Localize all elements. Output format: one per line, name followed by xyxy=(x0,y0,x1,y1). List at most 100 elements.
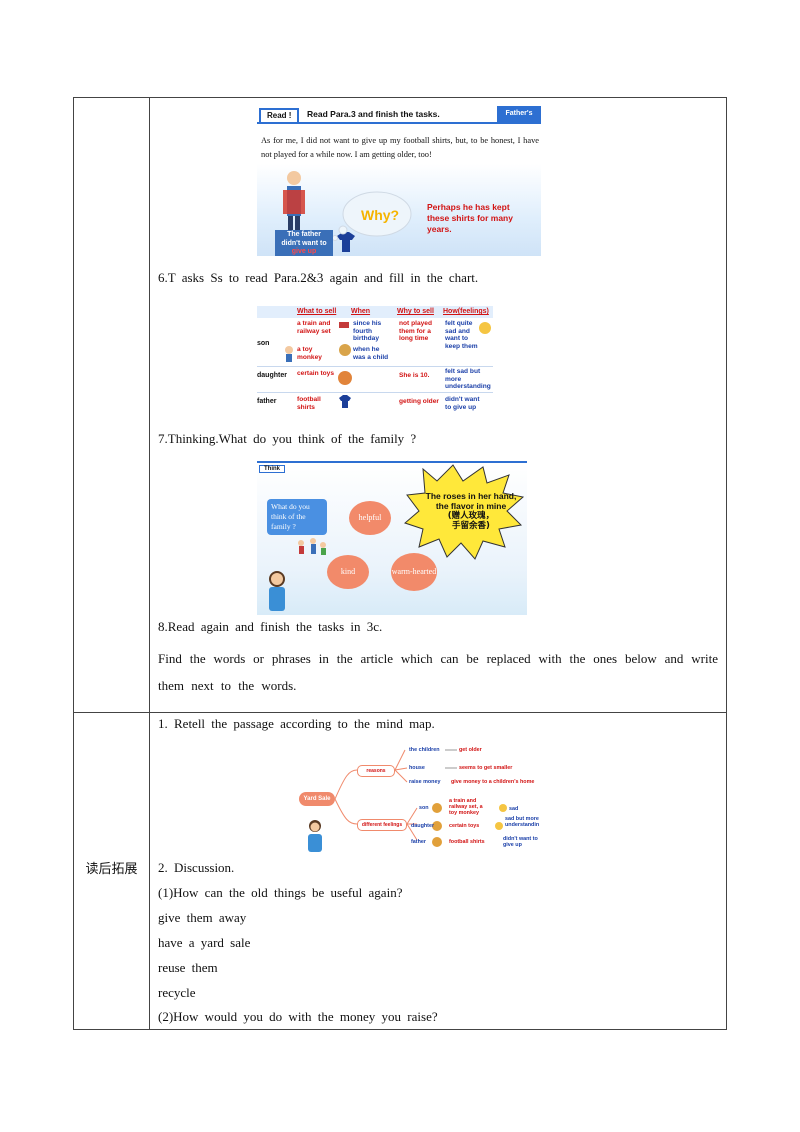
son-icon xyxy=(285,346,293,354)
teacher-body xyxy=(308,834,322,852)
quote-line: (赠人玫瑰， xyxy=(447,511,495,521)
chart-gridline xyxy=(257,392,493,393)
quote-text: The roses in her hand, the flavor in min… xyxy=(421,491,521,531)
chart-cell: She is 10. xyxy=(399,372,430,379)
father-leg xyxy=(288,216,293,230)
caption-line: didn't want to xyxy=(281,239,327,247)
thought-dot xyxy=(332,235,338,241)
chart-cell: didn't want to give up xyxy=(445,396,480,411)
word-oval-warm-hearted: warm-hearted xyxy=(391,553,437,591)
quote-line: the flavor in mine xyxy=(435,501,507,511)
chart-row-label: father xyxy=(257,398,277,405)
slide-read-para3: Read ! Read Para.3 and finish the tasks.… xyxy=(257,106,541,256)
family-member-icon xyxy=(321,548,326,555)
thought-cloud xyxy=(342,191,412,237)
chart-gridline xyxy=(257,366,493,367)
father-illustration: Why? xyxy=(283,171,412,252)
thought-dot xyxy=(338,225,348,235)
answer-line: have a yard sale xyxy=(158,935,251,950)
branch-line xyxy=(334,798,358,825)
chart-header-row xyxy=(257,306,493,318)
slide-passage: As for me, I did not want to give up my … xyxy=(261,136,539,159)
mind-map-leaf: didn't want to give up xyxy=(503,836,538,848)
toys-icon xyxy=(338,371,352,385)
chart-header: When xyxy=(351,308,371,315)
chart-cell: certain toys xyxy=(297,370,335,377)
teacher-face xyxy=(271,573,283,585)
slide-note: Perhaps he has kept these shirts for man… xyxy=(427,202,513,234)
branch-line xyxy=(334,769,358,800)
chart-icons xyxy=(285,322,491,408)
shirt-icon xyxy=(337,232,355,252)
chart-header: How(feelings) xyxy=(443,308,489,315)
teacher-body xyxy=(269,587,285,611)
quote-line: 手留余香) xyxy=(452,521,490,531)
mind-map-leaf: father xyxy=(411,839,426,845)
family-member-icon xyxy=(310,538,316,544)
think-illustration xyxy=(269,464,525,611)
slide-chart: What to sell When Why to sell How(feelin… xyxy=(257,306,493,416)
word-oval-kind: kind xyxy=(327,555,369,589)
question-1: (1)How can the old things be useful agai… xyxy=(158,885,403,900)
caption-line: give up xyxy=(291,248,317,255)
father-caption: The father didn't want to give up xyxy=(275,230,333,256)
column-divider xyxy=(149,98,150,1029)
chart-cell: felt quite sad and want to keep them xyxy=(445,320,478,350)
slide-header-bar xyxy=(257,106,541,124)
mind-map-leaf: house xyxy=(409,765,425,771)
mind-map-node: reasons xyxy=(357,765,395,777)
mind-map-leaf: seems to get smaller xyxy=(459,765,513,771)
step-6: 6.T asks Ss to read Para.2&3 again and f… xyxy=(158,270,479,285)
answer-line: give them away xyxy=(158,910,247,925)
chart-cell: a toy monkey xyxy=(297,346,322,361)
family-member-icon xyxy=(311,544,316,554)
row-divider xyxy=(74,712,726,713)
mind-map-leaf: certain toys xyxy=(449,823,480,829)
answer-line: reuse them xyxy=(158,960,218,975)
mind-map-leaf: son xyxy=(419,805,429,811)
shirt-icon xyxy=(339,395,351,408)
chart-row-label: daughter xyxy=(257,372,287,379)
slide-mind-map: Yard Sale reasons different feelings the… xyxy=(297,746,539,854)
crying-face-icon xyxy=(495,822,503,830)
mind-map-leaf: raise money xyxy=(409,779,441,785)
family-member-icon xyxy=(320,542,326,548)
slide-corner-label: Father's xyxy=(497,106,541,122)
mind-map-leaf: sad xyxy=(509,806,519,812)
father-leg xyxy=(295,216,300,230)
chart-header: Why to sell xyxy=(397,308,434,315)
family-member-icon xyxy=(299,546,304,554)
slide-title: Read Para.3 and finish the tasks. xyxy=(307,109,440,119)
father-cape xyxy=(283,190,305,214)
step-8-detail: Find the words or phrases in the article… xyxy=(158,651,718,693)
son-icon xyxy=(432,803,442,813)
teacher-face xyxy=(310,822,320,832)
slide-think: Think What do you think of the family ? … xyxy=(257,461,527,615)
mind-map-leaf: sad but more understanding xyxy=(505,816,539,828)
quote-burst xyxy=(404,464,525,560)
slide-tag: Think xyxy=(259,465,285,473)
chart-cell: when he was a child xyxy=(353,346,389,361)
train-icon xyxy=(339,322,349,328)
chart-cell: since his fourth birthday xyxy=(353,320,382,342)
mind-map-node: different feelings xyxy=(357,819,407,831)
father-head xyxy=(287,171,301,185)
step-7: 7.Thinking.What do you think of the fami… xyxy=(158,431,417,446)
chart-cell: getting older xyxy=(399,398,439,405)
chart-header: What to sell xyxy=(297,308,337,315)
mind-map-leaf: give money to a children's home xyxy=(451,779,535,785)
mind-map-lines xyxy=(308,749,507,852)
slide-tag: Read ! xyxy=(259,108,300,124)
mind-map-leaf: daughter xyxy=(411,823,435,829)
item-2: 2. Discussion. xyxy=(158,860,235,875)
quote-line: The roses in her hand, xyxy=(425,491,517,501)
question-2: (2)How would you do with the money you r… xyxy=(158,1009,438,1024)
step-8: 8.Read again and finish the tasks in 3c. xyxy=(158,619,383,634)
stage-label: 读后拓展 xyxy=(85,862,138,877)
word-oval-helpful: helpful xyxy=(349,501,391,535)
chart-cell: felt sad but more understanding xyxy=(445,368,491,390)
answer-line: recycle xyxy=(158,985,196,1000)
son-icon xyxy=(286,354,292,362)
chart-row-label: son xyxy=(257,340,270,347)
mind-map-leaf: football shirts xyxy=(449,839,485,845)
